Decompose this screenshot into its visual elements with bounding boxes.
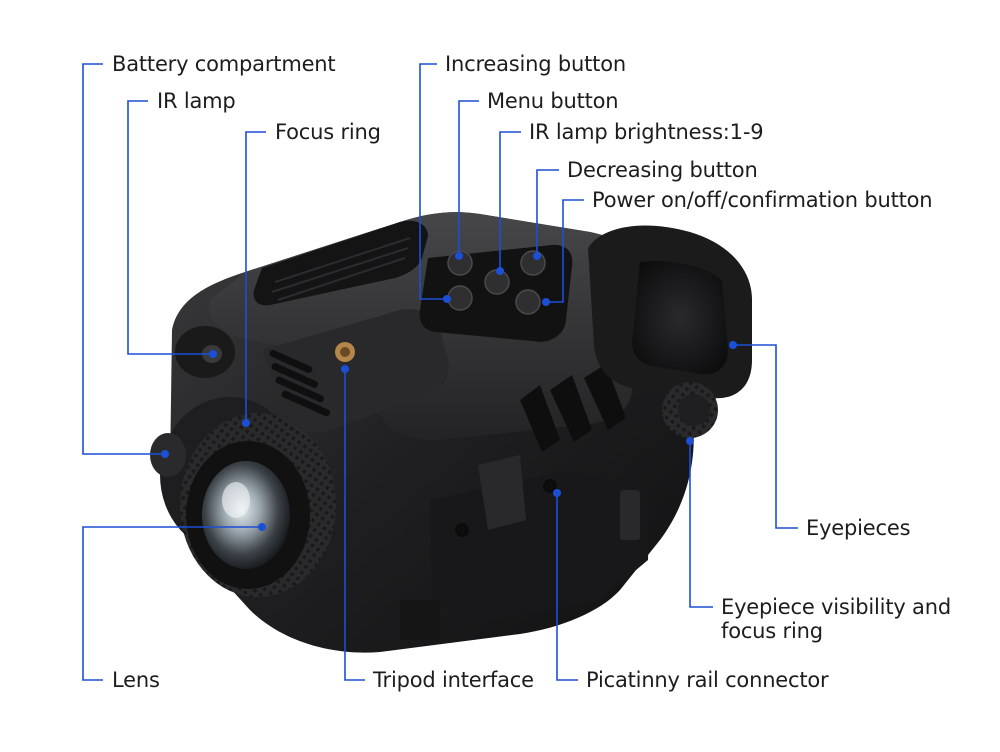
leader-focus-ring (245, 131, 266, 423)
side-ribs (520, 364, 626, 452)
leader-eyepieces (733, 344, 798, 529)
leader-eyepiece-focus (689, 441, 713, 608)
label-power-button: Power on/off/confirmation button (592, 188, 933, 212)
label-battery-compartment: Battery compartment (112, 52, 336, 76)
label-tripod-interface: Tripod interface (373, 668, 534, 692)
label-increasing-button: Increasing button (445, 52, 626, 76)
label-decreasing-button: Decreasing button (567, 158, 758, 182)
label-eyepiece-focus: Eyepiece visibility and focus ring (721, 595, 951, 643)
leader-tripod (344, 369, 365, 681)
grip-texture (271, 237, 411, 301)
label-menu-button: Menu button (487, 89, 619, 113)
power-key (515, 289, 541, 315)
leader-picatinny (556, 493, 578, 681)
leader-brightness (499, 131, 521, 271)
vent-slots (269, 349, 331, 417)
leader-ir-lamp (127, 100, 213, 355)
increase-key (447, 285, 473, 311)
leader-lens (82, 526, 262, 681)
label-ir-brightness: IR lamp brightness:1-9 (529, 120, 764, 144)
menu-key (447, 250, 473, 276)
rail-housing (430, 470, 650, 625)
leader-power (546, 199, 584, 303)
leader-menu (458, 100, 479, 256)
rail-screw (543, 479, 557, 493)
label-eyepieces: Eyepieces (806, 516, 911, 540)
leader-battery (82, 63, 165, 455)
label-lens: Lens (112, 668, 160, 692)
decrease-key (520, 250, 546, 276)
lens-glass (202, 461, 290, 569)
label-picatinny: Picatinny rail connector (586, 668, 829, 692)
control-buttons (447, 250, 546, 315)
callout-leaders (82, 63, 798, 681)
rail-foot (400, 600, 440, 640)
label-ir-lamp: IR lamp (157, 89, 236, 113)
leader-increasing (419, 63, 447, 300)
leader-decreasing (536, 169, 559, 256)
rail-clamp (478, 455, 526, 530)
label-focus-ring: Focus ring (275, 120, 381, 144)
leader-endpoints (161, 252, 737, 531)
